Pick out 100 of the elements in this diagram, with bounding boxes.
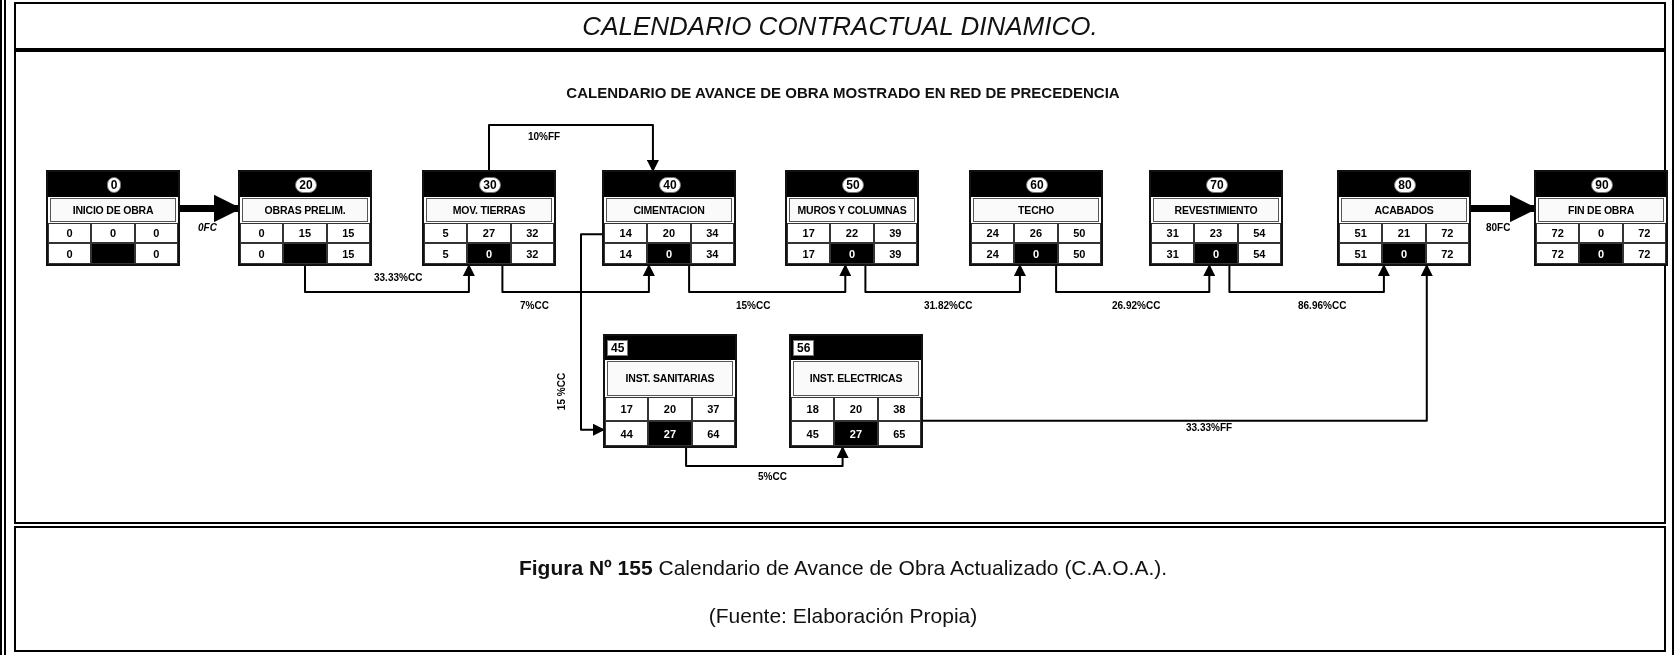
table-cell: 15: [326, 243, 370, 264]
activity-name: FIN DE OBRA: [1538, 198, 1664, 222]
edge-label: 26.92%CC: [1110, 300, 1163, 311]
float-cell: 0: [1579, 243, 1623, 264]
activity-name: OBRAS PRELIM.: [242, 198, 368, 222]
table-cell: 5: [424, 243, 468, 264]
table-cell: 0: [1579, 222, 1623, 244]
arrow: [922, 264, 1433, 422]
activity-box: [1149, 170, 1283, 266]
source-note: (Fuente: Elaboración Propia): [708, 604, 978, 628]
table-cell: 14: [604, 222, 648, 244]
activity-number: 0: [106, 176, 122, 193]
arrow: [488, 124, 659, 172]
activity-name: TECHO: [973, 198, 1099, 222]
float-cell: 27: [648, 421, 692, 446]
activity-number: 40: [659, 176, 681, 193]
table-cell: 72: [1622, 243, 1666, 264]
activity-box: [969, 170, 1103, 266]
edge-label: 86.96%CC: [1296, 300, 1349, 311]
float-cell: 27: [834, 421, 878, 446]
table-cell: 32: [510, 243, 554, 264]
float-cell: 0: [467, 243, 511, 264]
table-cell: 34: [690, 222, 734, 244]
table-cell: 38: [877, 396, 921, 422]
edge-label: 0FC: [196, 222, 219, 233]
activity-name: INST. SANITARIAS: [607, 360, 733, 396]
activity-number: 30: [479, 176, 501, 193]
table-cell: 64: [691, 421, 735, 446]
table-cell: 72: [1425, 243, 1469, 264]
arrow: [1055, 264, 1216, 293]
table-cell: 0: [134, 243, 178, 264]
edge-label: 7%CC: [518, 300, 551, 311]
float-cell: 0: [830, 243, 874, 264]
table-cell: 21: [1382, 222, 1426, 244]
activity-number: 45: [607, 339, 629, 356]
activity-number: 60: [1026, 176, 1048, 193]
activity-name: REVESTIMIENTO: [1153, 198, 1279, 222]
table-cell: 0: [48, 243, 92, 264]
edge-label: 80FC: [1484, 222, 1513, 233]
arrow: [688, 264, 852, 293]
activity-number: 56: [793, 339, 815, 356]
table-cell: 17: [605, 396, 649, 422]
activity-name: CIMENTACION: [606, 198, 732, 222]
table-cell: 5: [424, 222, 468, 244]
diagram-heading: CALENDARIO DE AVANCE DE OBRA MOSTRADO EN RED DE PRECEDENCIA: [566, 84, 1120, 101]
table-cell: 72: [1425, 222, 1469, 244]
arrow: [1228, 264, 1390, 293]
title: CALENDARIO CONTRACTUAL DINAMICO.: [582, 10, 1098, 42]
table-cell: 31: [1151, 243, 1195, 264]
table-cell: 54: [1237, 243, 1281, 264]
table-cell: 24: [971, 243, 1015, 264]
edge-label: 31.82%CC: [922, 300, 975, 311]
arrow: [501, 264, 655, 293]
table-cell: 0: [48, 222, 92, 244]
table-cell: 20: [648, 396, 692, 422]
activity-name: INICIO DE OBRA: [50, 198, 176, 222]
table-cell: 44: [605, 421, 649, 446]
edge-label: 10%FF: [526, 131, 563, 142]
activity-box: [602, 170, 736, 266]
table-cell: 31: [1151, 222, 1195, 244]
table-cell: 14: [604, 243, 648, 264]
activity-name: MOV. TIERRAS: [426, 198, 552, 222]
table-cell: 51: [1339, 243, 1383, 264]
table-cell: 34: [690, 243, 734, 264]
table-cell: 51: [1339, 222, 1383, 244]
table-cell: 15: [326, 222, 370, 244]
activity-number: 70: [1206, 176, 1228, 193]
activity-box: [789, 334, 923, 448]
table-cell: 18: [791, 396, 835, 422]
table-cell: 0: [134, 222, 178, 244]
table-cell: 0: [240, 222, 284, 244]
table-cell: 65: [877, 421, 921, 446]
table-cell: 32: [510, 222, 554, 244]
figure-caption: Figura Nº 155 Calendario de Avance de Obra Actualizado (C.A.O.A.).: [518, 556, 1168, 580]
edge-label: 33.33%CC: [372, 272, 425, 283]
activity-number: 20: [295, 176, 317, 193]
edge-label: 5%CC: [756, 471, 789, 482]
arrow: [304, 264, 475, 293]
table-cell: 17: [787, 222, 831, 244]
table-cell: 0: [91, 222, 135, 244]
table-cell: 39: [873, 222, 917, 244]
float-cell: 0: [1014, 243, 1058, 264]
activity-box: [1337, 170, 1471, 266]
float-cell: 0: [1382, 243, 1426, 264]
activity-name: INST. ELECTRICAS: [793, 360, 919, 396]
activity-number: 80: [1394, 176, 1416, 193]
edge-label: 15%CC: [734, 300, 773, 311]
table-cell: 39: [873, 243, 917, 264]
table-cell: 22: [830, 222, 874, 244]
table-cell: 50: [1057, 243, 1101, 264]
table-cell: 23: [1194, 222, 1238, 244]
arrow: [580, 233, 605, 436]
float-cell: 0: [647, 243, 691, 264]
table-cell: 45: [791, 421, 835, 446]
table-cell: 0: [240, 243, 284, 264]
edge-label: 15 %CC: [556, 370, 568, 413]
activity-box: [603, 334, 737, 448]
activity-box: [785, 170, 919, 266]
table-cell: 72: [1536, 243, 1580, 264]
arrow: [685, 446, 849, 467]
